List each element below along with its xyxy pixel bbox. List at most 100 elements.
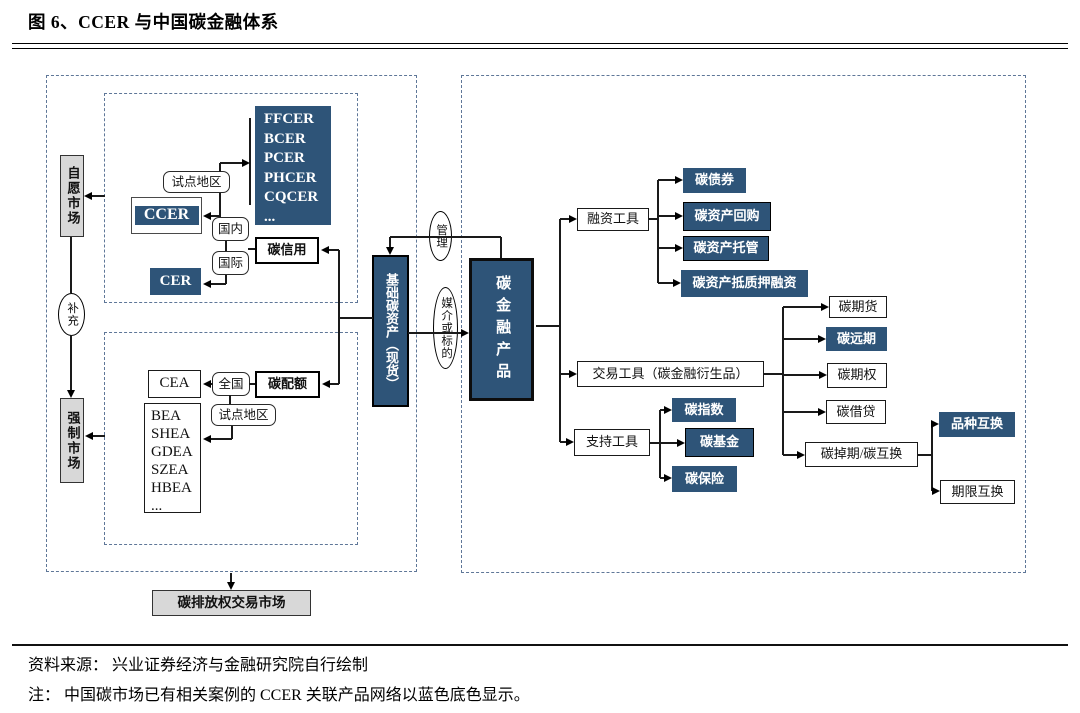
top-rule [12,43,1068,49]
connector-line [390,236,501,238]
connector-line [211,383,213,385]
connector-line [230,573,232,582]
node-carbon-index: 碳指数 [672,398,736,422]
connector-line [211,438,232,440]
node-voluntary-market: 自愿市场 [60,155,84,237]
arrowhead [818,407,826,416]
connector-line [211,283,226,285]
connector-line [220,162,242,164]
connector-line [763,373,783,375]
arrowhead [821,302,829,311]
arrowhead [797,450,805,459]
connector-line [219,193,221,217]
connector-line [560,441,566,443]
connector-line [339,317,373,319]
connector-line [657,180,659,283]
connector-line [92,195,105,197]
arrowhead [385,247,394,255]
connector-line [329,249,339,251]
arrowhead [931,419,939,428]
arrowhead [85,431,93,440]
node-carbon-fund: 碳基金 [685,428,754,457]
node-carbon-quota: 碳配额 [255,371,320,398]
node-carbon-swap: 碳掉期/碳互换 [805,442,918,467]
arrowhead [203,211,211,220]
connector-line [225,275,227,284]
connector-line [70,335,72,390]
note-text: 注： 中国碳市场已有相关案例的 CCER 关联产品网络以蓝色底色显示。 [28,687,530,704]
arrowhead [226,582,235,590]
arrowhead [819,370,827,379]
arrowhead [66,390,75,398]
connector-line [389,237,391,247]
arrowhead [675,175,683,184]
node-allowance-list: BEA SHEA GDEA SZEA HBEA ... [144,403,201,514]
node-carbon-forward: 碳远期 [826,327,887,351]
carbon-credit-frame [104,93,358,303]
node-financing-tools: 融资工具 [577,208,649,231]
connector-line [536,325,560,327]
node-carbon-asset-repo: 碳资产回购 [683,202,771,231]
connector-line [330,383,339,385]
node-carbon-finance-products: 碳金融产品 [469,258,534,401]
connector-line [500,237,502,258]
connector-line [783,374,819,376]
connector-line [782,307,784,455]
connector-line [917,454,932,456]
node-carbon-credit: 碳信用 [255,237,319,264]
arrowhead [818,334,826,343]
ellipse-manage: 管理 [429,211,452,261]
arrowhead [322,379,330,388]
connector-line [338,250,340,384]
source-text: 资料来源： 兴业证券经济与金融研究院自行绘制 [28,657,369,674]
arrowhead [203,434,211,443]
arrowhead [569,369,577,378]
figure-title: 图 6、CCER 与中国碳金融体系 [28,12,279,32]
left-market-frame [46,75,417,572]
arrowhead [84,191,92,200]
arrowhead [569,214,577,223]
node-ffcer-list: FFCER BCER PCER PHCER CQCER ... [255,106,331,225]
arrowhead [677,438,685,447]
connector-line [560,218,569,220]
node-term-swap: 期限互换 [940,480,1015,504]
node-domestic: 国内 [212,217,249,241]
connector-line [408,332,461,334]
connector-line [658,179,675,181]
connector-line [783,411,818,413]
node-base-carbon-asset: 基础碳资产（现货） [372,255,409,407]
ccer-label: CCER [134,206,199,225]
connector-line [660,409,664,411]
carbon-finance-frame [461,75,1026,573]
connector-line [658,282,673,284]
node-carbon-option: 碳期权 [827,363,887,388]
connector-line [248,248,255,250]
arrowhead [203,279,211,288]
connector-line [93,435,105,437]
node-mandatory-market: 强制市场 [60,398,84,483]
connector-line [648,218,658,220]
connector-line [659,410,661,478]
arrowhead [566,437,574,446]
node-variety-swap: 品种互换 [939,412,1015,437]
connector-line [783,306,821,308]
arrowhead [675,243,683,252]
node-carbon-lending: 碳借贷 [826,400,886,424]
node-carbon-insurance: 碳保险 [672,466,737,492]
node-national: 全国 [212,372,250,396]
node-carbon-asset-custody: 碳资产托管 [683,236,769,261]
bottom-rule [12,644,1068,646]
node-trading-tools: 交易工具（碳金融衍生品） [577,361,764,387]
connector-line [783,338,818,340]
arrowhead [673,278,681,287]
node-pilot-region-bottom: 试点地区 [211,404,276,426]
connector-line [649,442,660,444]
connector-line [231,426,233,439]
ellipse-supplement: 补充 [58,293,85,336]
connector-line [658,247,675,249]
connector-line [559,219,561,442]
arrowhead [664,473,672,482]
connector-line [660,442,677,444]
connector-line [560,373,569,375]
